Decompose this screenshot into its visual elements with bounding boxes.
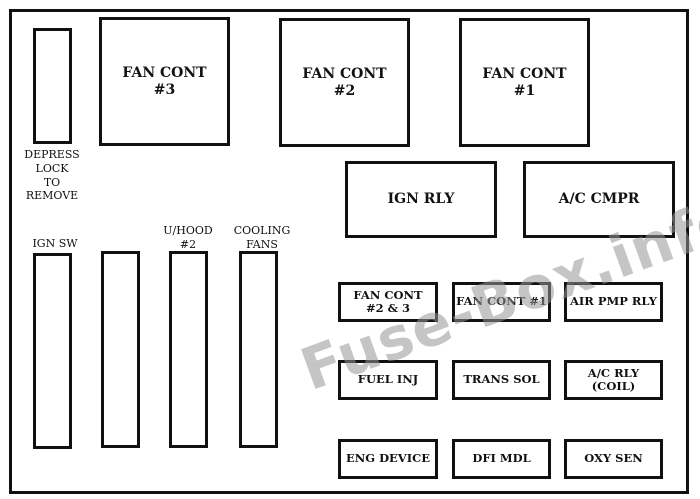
fan-cont-3-relay: FAN CONT #3 <box>99 17 230 146</box>
fuel-inj-relay: FUEL INJ <box>338 360 438 400</box>
uhood-2-label: U/HOOD #2 <box>163 224 213 251</box>
depress-lock-label: DEPRESS LOCK TO REMOVE <box>24 148 80 203</box>
trans-sol-relay: TRANS SOL <box>452 360 551 400</box>
fan-cont-2-relay: FAN CONT #2 <box>279 18 410 147</box>
ign-rly-relay: IGN RLY <box>345 161 497 238</box>
depress-lock-tab <box>33 28 72 144</box>
fan-cont-2-3-relay: FAN CONT #2 & 3 <box>338 282 438 322</box>
oxy-sen-relay: OXY SEN <box>564 439 663 479</box>
fan-cont-1-relay: FAN CONT #1 <box>459 18 590 147</box>
ign-sw-fuse <box>33 253 72 449</box>
ign-sw-label: IGN SW <box>32 237 78 250</box>
cooling-fans-fuse <box>239 251 278 448</box>
unlabeled-fuse <box>101 251 140 448</box>
air-pmp-rly-relay: AIR PMP RLY <box>564 282 663 322</box>
eng-device-relay: ENG DEVICE <box>338 439 438 479</box>
ac-cmpr-relay: A/C CMPR <box>523 161 675 238</box>
fan-cont-1-small-relay: FAN CONT #1 <box>452 282 551 322</box>
dfi-mdl-relay: DFI MDL <box>452 439 551 479</box>
uhood-2-fuse <box>169 251 208 448</box>
ac-rly-coil-relay: A/C RLY (COIL) <box>564 360 663 400</box>
cooling-fans-label: COOLING FANS <box>233 224 291 251</box>
